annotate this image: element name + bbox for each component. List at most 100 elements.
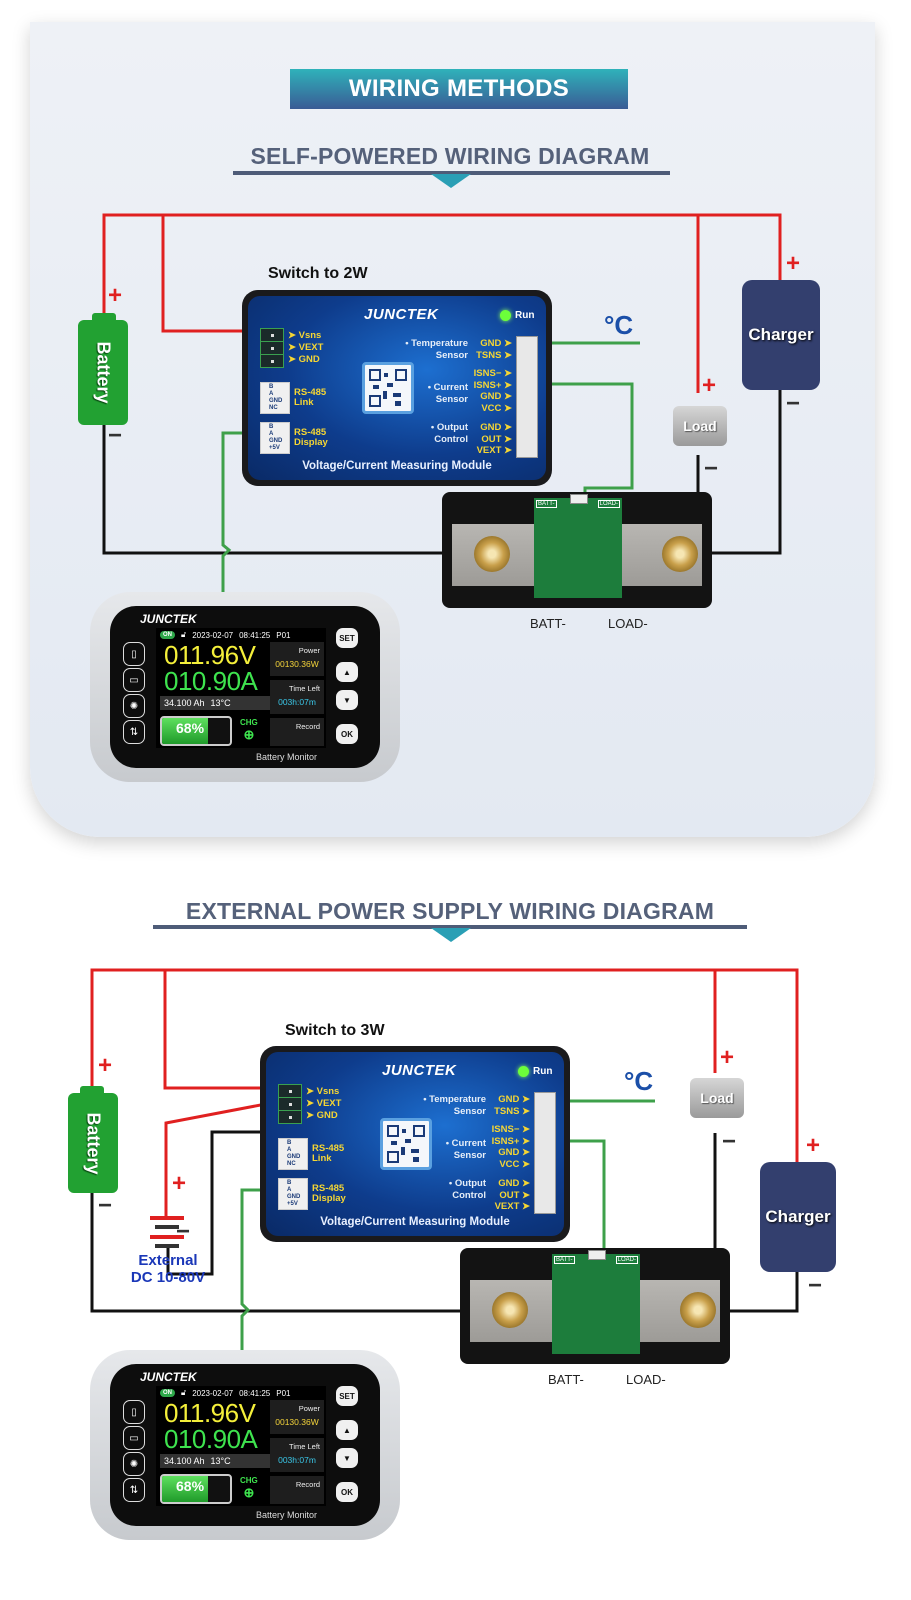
pin-vext: VEXT [298,342,324,353]
switch-direction-button[interactable]: ⇅ [123,720,145,744]
batt-stud-icon-2 [492,1292,528,1328]
charger-component-2: Charger [760,1162,836,1272]
display-footer: Battery Monitor [256,752,318,762]
module-footer: Voltage/Current Measuring Module [302,460,492,472]
time-text: 08:41:25 [239,630,271,640]
title-underline [233,171,670,175]
down-button[interactable]: ▼ [336,690,358,710]
battery-mode-button-2[interactable]: ▯ [123,1400,145,1424]
phone-mode-button-2[interactable]: ▭ [123,1426,145,1450]
batt-caption-2: BATT- [548,1372,584,1387]
set-button-2[interactable]: SET [336,1386,358,1406]
display-brand: JUNCTEK [140,612,197,626]
load-label-2: Load [700,1090,734,1106]
current-reading: 010.90A [164,666,258,696]
time-text-2: 08:41:25 [239,1388,271,1398]
shunt-component-2: BATT- LOAD- [460,1248,730,1364]
battery-monitor-display-2: JUNCTEK ▯ ▭ ✺ ⇅ ON 🔓︎ 2023-02-07 08:41:2… [90,1350,400,1540]
wire-display-rs485 [221,431,268,595]
section-title-self-powered: SELF-POWERED WIRING DIAGRAM [250,143,650,169]
banner-text: WIRING METHODS [348,75,570,102]
status-on-badge-2: ON [160,1389,175,1397]
down-button-2[interactable]: ▼ [336,1448,358,1468]
switch-label-3w: Switch to 3W [285,1022,385,1039]
run-label-2: Run [533,1066,553,1077]
ok-button[interactable]: OK [336,724,358,744]
charger-plus-sign: + [786,250,801,277]
battery-level-fill-2 [162,1476,209,1502]
power-value: 00130.36W [275,659,319,669]
negative-wires-diagram-2 [90,1130,799,1313]
capacity-temp-bar: 34.100 Ah 13°C [160,696,270,710]
battery-mode-button[interactable]: ▯ [123,642,145,666]
record-card: Record [270,718,324,746]
signal-wires-diagram-1 [221,341,640,595]
pcb-label-batt-2: BATT- [554,1256,575,1264]
shunt-connector-2 [588,1250,606,1260]
battery-monitor-display: JUNCTEK ▯ ▭ ✺ ⇅ ON 🔓︎ 2023-02-07 08:41:2… [90,592,400,782]
charger-minus-sign-2: − [808,1272,823,1299]
load-label: Load [683,418,717,434]
charger-component: Charger [742,280,820,390]
charge-indicator-2: CHG⊕ [240,1476,258,1500]
switch-label-2w: Switch to 2W [268,265,368,282]
charger-label: Charger [748,325,814,344]
wire-to-charger-neg-2 [700,1272,799,1313]
batt-stud-icon [474,536,510,572]
up-button[interactable]: ▲ [336,662,358,682]
positive-wires-diagram-1 [102,213,782,393]
display-brand-2: JUNCTEK [140,1370,197,1384]
battery-label-2: Battery [83,1111,104,1175]
run-led-icon [500,310,511,321]
wire-battery-neg-to-batt [102,425,492,555]
time-left-card: Time Left 003h:07m [270,680,324,714]
current-pins-2: ISNS− ➤ISNS+ ➤GND ➤VCC ➤ [491,1124,530,1170]
batt-caption: BATT- [530,616,566,631]
profile-text-2: P01 [276,1388,291,1398]
date-text-2: 2023-02-07 [192,1388,234,1398]
capacity-value: 34.100 Ah [164,698,205,708]
load-stud-icon-2 [680,1292,716,1328]
load-motor-icon: Load [673,406,727,446]
battery-label: Battery [93,341,114,404]
temperature-probe-icon-2: °C [624,1066,654,1096]
up-button-2[interactable]: ▲ [336,1420,358,1440]
ok-button-2[interactable]: OK [336,1482,358,1502]
title-arrow-icon [431,174,471,188]
wire-ext-to-vext [164,1098,288,1218]
sensor-header-connector-2 [534,1092,556,1214]
voltage-reading-2: 011.96V [164,1398,256,1428]
external-plus-sign: + [172,1170,187,1197]
display-bezel-2: JUNCTEK ▯ ▭ ✺ ⇅ ON 🔓︎ 2023-02-07 08:41:2… [110,1364,380,1526]
temperature-pins: GND ➤TSNS ➤ [476,338,512,361]
positive-wires-diagram-2 [90,968,799,1218]
temperature-value: 13°C [210,698,231,708]
section-title-external: EXTERNAL POWER SUPPLY WIRING DIAGRAM [185,898,715,924]
wire-load-side-to-charger-neg [680,390,782,555]
alarm-button-2[interactable]: ✺ [123,1452,145,1476]
alarm-button[interactable]: ✺ [123,694,145,718]
output-pins-2: GND ➤OUT ➤VEXT ➤ [494,1178,530,1212]
capacity-temp-bar-2: 34.100 Ah 13°C [160,1454,270,1468]
qr-code-icon-2 [380,1118,432,1170]
switch-direction-button-2[interactable]: ⇅ [123,1478,145,1502]
current-reading-2: 010.90A [164,1424,258,1454]
load-minus-sign-2: − [722,1128,737,1155]
wire-battery-to-charger-pos-2 [90,968,799,1162]
phone-mode-button[interactable]: ▭ [123,668,145,692]
charge-indicator: CHG⊕ [240,718,258,742]
battery-component: Battery [78,320,128,425]
load-minus-sign: − [704,455,719,482]
set-button[interactable]: SET [336,628,358,648]
display-screen: ON 🔓︎ 2023-02-07 08:41:25 P01 011.96V 01… [156,628,326,748]
module-brand-2: JUNCTEK [382,1062,457,1079]
load-caption: LOAD- [608,616,648,631]
